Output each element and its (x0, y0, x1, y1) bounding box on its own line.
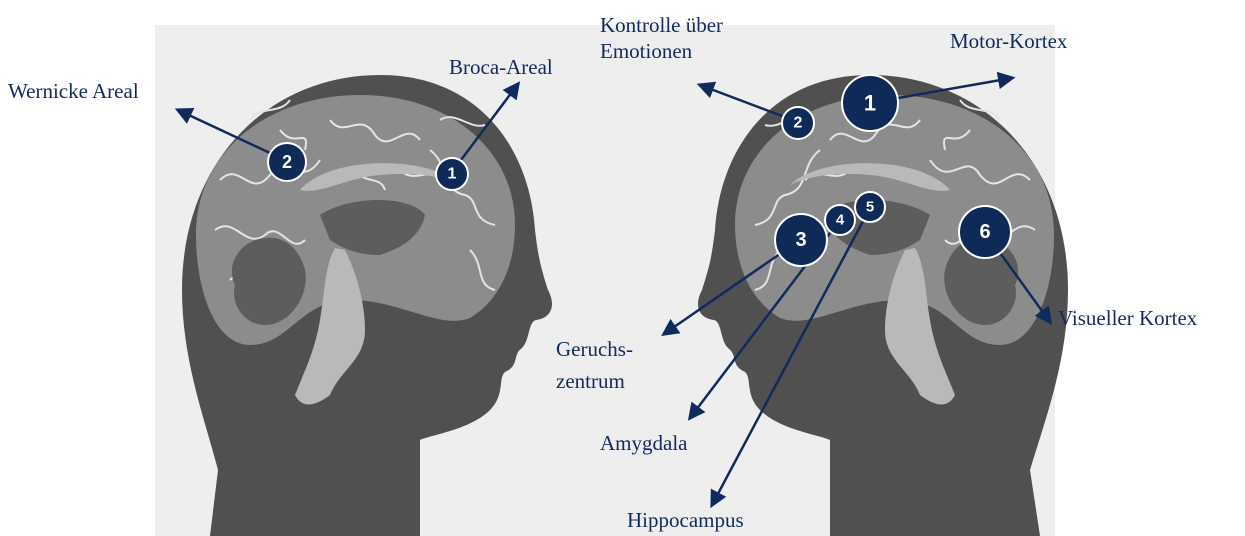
left-marker-1: 1 (436, 158, 468, 190)
svg-text:2: 2 (794, 115, 803, 132)
svg-text:4: 4 (836, 212, 845, 229)
label-kontrolle-line-2: Emotionen (600, 38, 723, 64)
label-kontrolle-line-1: Kontrolle über (600, 12, 723, 38)
right-head (698, 75, 1068, 536)
svg-text:2: 2 (282, 152, 292, 172)
right-marker-4: 4 (825, 205, 855, 235)
label-geruchs-line-2: zentrum (556, 365, 633, 397)
left-head (182, 75, 552, 536)
label-geruchs-line-1: Geruchs- (556, 333, 633, 365)
label-visueller-kortex: Visueller Kortex (1058, 305, 1197, 331)
right-marker-1: 1 (842, 75, 898, 131)
label-geruchszentrum: Geruchs- zentrum (556, 333, 633, 397)
svg-text:3: 3 (795, 229, 806, 251)
right-marker-3: 3 (775, 214, 827, 266)
left-marker-2: 2 (268, 143, 306, 181)
right-marker-5: 5 (855, 192, 885, 222)
svg-text:6: 6 (979, 221, 990, 243)
right-marker-6: 6 (959, 206, 1011, 258)
svg-text:1: 1 (864, 91, 876, 116)
label-amygdala: Amygdala (600, 430, 687, 456)
svg-text:1: 1 (448, 166, 457, 183)
label-kontrolle-emotionen: Kontrolle über Emotionen (600, 12, 723, 64)
svg-text:5: 5 (866, 199, 874, 216)
label-motor-kortex: Motor-Kortex (950, 28, 1067, 54)
right-marker-2: 2 (782, 107, 814, 139)
label-hippocampus: Hippocampus (627, 507, 744, 533)
label-wernicke-areal: Wernicke Areal (8, 78, 139, 104)
label-broca-areal: Broca-Areal (449, 54, 553, 80)
